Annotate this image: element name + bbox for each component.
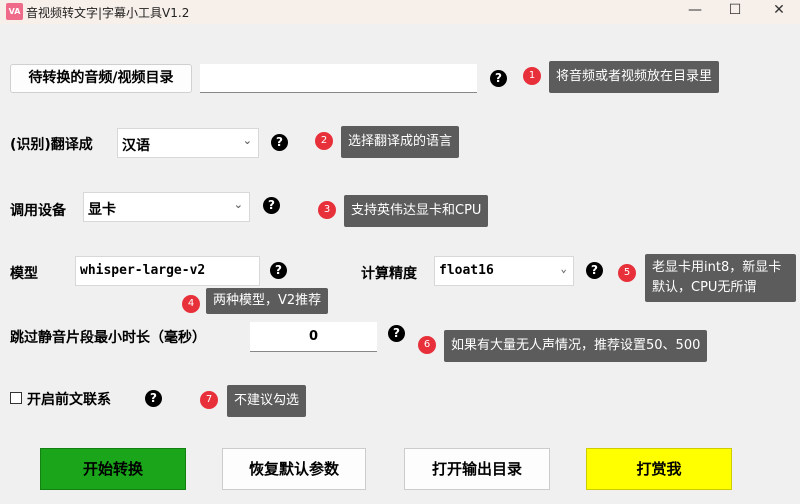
tip-badge-4: 4 [182,295,200,313]
chevron-down-icon: ⌄ [242,134,252,147]
reset-defaults-button[interactable]: 恢复默认参数 [222,448,366,490]
open-output-button[interactable]: 打开输出目录 [404,448,550,490]
language-label: (识别)翻译成 [10,137,93,153]
language-select[interactable]: 汉语 ⌄ [117,128,259,158]
precision-label: 计算精度 [361,266,417,282]
model-value: whisper-large-v2 [80,263,206,278]
donate-button[interactable]: 打赏我 [586,448,732,490]
silence-label: 跳过静音片段最小时长（毫秒） [10,330,206,346]
model-select[interactable]: whisper-large-v2 [75,256,260,286]
app-logo-icon: VA [6,3,23,20]
help-icon[interactable]: ? [388,325,405,342]
close-button[interactable]: ✕ [773,2,785,18]
tooltip-precision: 老显卡用int8，新显卡默认，CPU无所谓 [645,254,796,302]
help-icon[interactable]: ? [586,262,603,279]
tooltip-silence: 如果有大量无人声情况，推荐设置50、500 [444,330,708,362]
directory-input[interactable] [200,64,477,93]
tip-badge-2: 2 [315,132,333,150]
model-label: 模型 [10,266,38,282]
device-value: 显卡 [88,202,116,218]
help-icon[interactable]: ? [145,390,162,407]
context-checkbox[interactable] [10,392,22,404]
tooltip-language: 选择翻译成的语言 [341,126,460,158]
precision-select[interactable]: float16 ⌄ [434,256,574,286]
context-label[interactable]: 开启前文联系 [27,392,111,408]
minimize-button[interactable]: — [688,2,702,18]
tooltip-device: 支持英伟达显卡和CPU [344,195,489,227]
title-bar [0,0,800,24]
device-select[interactable]: 显卡 ⌄ [83,192,250,222]
chevron-down-icon: ⌄ [233,198,243,211]
device-label: 调用设备 [10,203,66,219]
tip-badge-5: 5 [618,264,636,282]
tooltip-context: 不建议勾选 [227,385,307,417]
tip-badge-7: 7 [200,391,218,409]
tip-badge-1: 1 [523,67,541,85]
precision-value: float16 [439,263,494,278]
maximize-button[interactable]: ☐ [728,2,742,18]
silence-input[interactable]: 0 [250,322,377,352]
tip-badge-6: 6 [418,336,436,354]
tooltip-directory: 将音频或者视频放在目录里 [549,61,720,93]
window-title: 音视频转文字|字幕小工具V1.2 [26,6,190,20]
start-button[interactable]: 开始转换 [40,448,186,490]
help-icon[interactable]: ? [270,262,287,279]
tip-badge-3: 3 [318,201,336,219]
language-value: 汉语 [122,138,150,154]
help-icon[interactable]: ? [490,70,507,87]
help-icon[interactable]: ? [263,197,280,214]
tooltip-model: 两种模型，V2推荐 [206,288,329,314]
help-icon[interactable]: ? [271,134,288,151]
select-directory-button[interactable]: 待转换的音频/视频目录 [10,64,192,93]
chevron-down-icon: ⌄ [560,262,567,275]
